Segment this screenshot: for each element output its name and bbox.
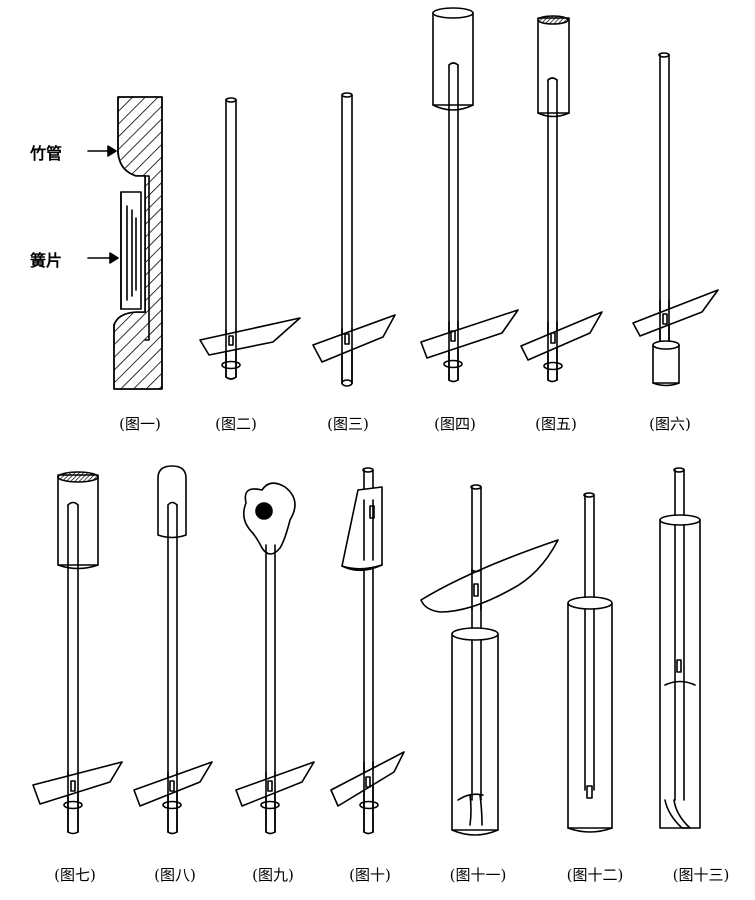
figure-8 bbox=[133, 465, 213, 835]
caption-figure-13: (图十三) bbox=[672, 866, 730, 884]
caption-figure-12: (图十二) bbox=[566, 866, 624, 884]
caption-figure-11: (图十一) bbox=[449, 866, 507, 884]
caption-figure-8: (图八) bbox=[154, 866, 196, 884]
figure-11 bbox=[420, 484, 559, 836]
figure-2 bbox=[199, 97, 301, 380]
figure-5 bbox=[520, 15, 603, 383]
figure-7 bbox=[32, 471, 123, 835]
caption-figure-5: (图五) bbox=[535, 415, 577, 433]
label-reed: 簧片 bbox=[30, 251, 63, 270]
caption-figure-1: (图一) bbox=[119, 415, 161, 433]
label-bamboo-tube: 竹管 bbox=[30, 144, 63, 163]
figure-9 bbox=[235, 482, 315, 835]
caption-figure-4: (图四) bbox=[434, 415, 476, 433]
caption-figure-2: (图二) bbox=[215, 415, 257, 433]
figure-6 bbox=[632, 52, 719, 387]
figure-3 bbox=[312, 92, 396, 387]
figure-1-cross-section bbox=[87, 96, 163, 390]
caption-figure-3: (图三) bbox=[327, 415, 369, 433]
caption-figure-10: (图十) bbox=[349, 866, 391, 884]
figure-10 bbox=[330, 467, 405, 835]
figure-13 bbox=[659, 467, 701, 829]
caption-figure-6: (图六) bbox=[649, 415, 691, 433]
caption-figure-7: (图七) bbox=[54, 866, 96, 884]
caption-figure-9: (图九) bbox=[252, 866, 294, 884]
figure-12 bbox=[567, 492, 613, 833]
figure-4 bbox=[420, 7, 519, 383]
